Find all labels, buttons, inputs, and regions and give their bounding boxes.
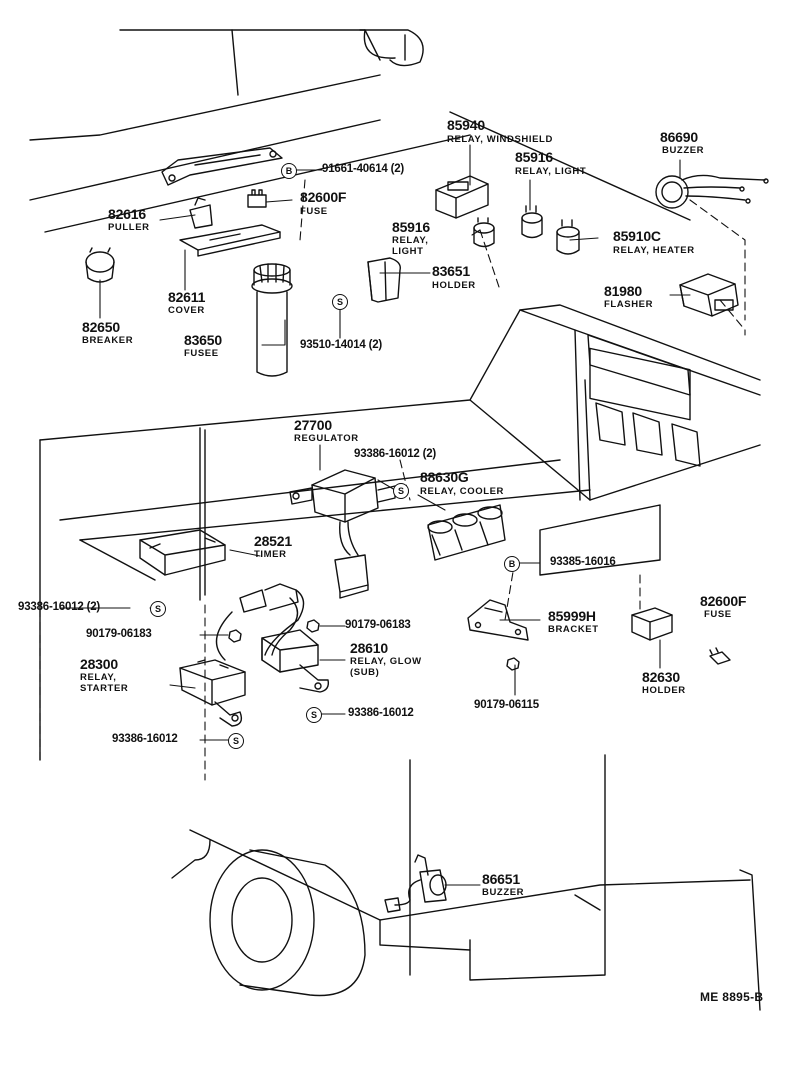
buzzer-top-drawing xyxy=(655,174,769,209)
part-number-85940: 85940 xyxy=(447,117,485,133)
part-name-sub: (SUB) xyxy=(350,667,380,678)
part-number-86651: 86651 xyxy=(482,871,520,887)
part-name-buzzer-bottom: BUZZER xyxy=(482,887,525,898)
fuse-top-drawing xyxy=(247,189,267,208)
part-name-relay-heater: RELAY, HEATER xyxy=(613,245,695,256)
part-number-83651: 83651 xyxy=(432,263,470,279)
part-name-relay-cooler: RELAY, COOLER xyxy=(420,486,504,497)
part-number-82600f-top: 82600F xyxy=(300,189,347,205)
part-number-85916-light: 85916 xyxy=(515,149,553,165)
relay-windshield-drawing xyxy=(435,175,489,219)
fusee-drawing xyxy=(251,263,293,377)
ref-93386-16012-upper: 93386-16012 (2) xyxy=(354,448,437,460)
wiring-harness-drawing xyxy=(215,583,330,693)
part-name-fuse-top: FUSE xyxy=(300,206,328,217)
ref-90179-06183-right: 90179-06183 xyxy=(345,619,411,631)
bolt-symbol-icon: B xyxy=(504,556,520,572)
holder-small-drawing xyxy=(631,607,673,641)
part-number-28300: 28300 xyxy=(80,656,118,672)
relay-cooler-drawing xyxy=(427,504,506,561)
part-name-fuse-bottom: FUSE xyxy=(704,609,732,620)
part-number-81980: 81980 xyxy=(604,283,642,299)
part-name-relay-light: RELAY, LIGHT xyxy=(515,166,587,177)
part-name-fusee: FUSEE xyxy=(184,348,219,359)
bolt-symbol-icon: B xyxy=(281,163,297,179)
part-number-85999h: 85999H xyxy=(548,608,596,624)
part-name-timer: TIMER xyxy=(254,549,287,560)
part-number-27700: 27700 xyxy=(294,417,332,433)
dashed-lines xyxy=(39,179,746,781)
part-name-relay-windshield: RELAY, WINDSHIELD xyxy=(447,134,553,145)
diagram-code: ME 8895-B xyxy=(700,990,764,1004)
timer-drawing xyxy=(139,529,226,576)
ref-93385-16016: 93385-16016 xyxy=(550,556,616,568)
part-name-light-small: LIGHT xyxy=(392,246,424,257)
part-number-82650: 82650 xyxy=(82,319,120,335)
part-name-flasher: FLASHER xyxy=(604,299,654,310)
relay-light-drawing xyxy=(521,205,543,239)
ref-91661-40614: 91661-40614 (2) xyxy=(322,163,405,175)
part-name-holder-82630: HOLDER xyxy=(642,685,686,696)
leader-lines xyxy=(59,144,691,886)
ref-93386-16012-glow: 93386-16012 xyxy=(348,707,414,719)
holder-drawing xyxy=(367,257,401,303)
part-name-breaker: BREAKER xyxy=(82,335,134,346)
ref-93386-16012-starter: 93386-16012 xyxy=(112,733,178,745)
bracket-drawing xyxy=(467,599,529,641)
top-bracket-drawing xyxy=(161,147,283,186)
relay-starter-drawing xyxy=(179,659,246,727)
dashboard-outline xyxy=(39,304,761,761)
part-number-85916-small: 85916 xyxy=(392,219,430,235)
part-number-88630g: 88630G xyxy=(420,469,469,485)
part-name-cover: COVER xyxy=(168,305,205,316)
lower-body-outline xyxy=(171,754,761,1011)
relay-heater-drawing xyxy=(556,219,580,255)
part-number-28610: 28610 xyxy=(350,640,388,656)
part-name-relay-small: RELAY, xyxy=(392,235,429,246)
part-name-bracket: BRACKET xyxy=(548,624,599,635)
cab-upper-outline xyxy=(29,29,691,233)
part-number-82630: 82630 xyxy=(642,669,680,685)
part-number-82611: 82611 xyxy=(168,289,206,305)
part-name-puller: PULLER xyxy=(108,222,150,233)
part-name-regulator: REGULATOR xyxy=(294,433,359,444)
screw-symbol-icon: S xyxy=(332,294,348,310)
ref-93386-16012-left: 93386-16012 (2) xyxy=(18,601,101,613)
part-number-85910c: 85910C xyxy=(613,228,661,244)
screw-symbol-icon: S xyxy=(393,483,409,499)
part-name-relay-glow: RELAY, GLOW xyxy=(350,656,422,667)
part-name-relay-starter-1: RELAY, xyxy=(80,672,117,683)
ref-90179-06115: 90179-06115 xyxy=(474,699,539,711)
ref-93510-14014: 93510-14014 (2) xyxy=(300,339,383,351)
buzzer-bottom-drawing xyxy=(384,854,447,913)
part-number-82600f-bottom: 82600F xyxy=(700,593,747,609)
regulator-drawing xyxy=(289,469,396,599)
part-number-86690: 86690 xyxy=(660,129,698,145)
part-name-buzzer-top: BUZZER xyxy=(662,145,705,156)
puller-drawing xyxy=(189,197,213,229)
ref-90179-06183-left: 90179-06183 xyxy=(86,628,152,640)
flasher-drawing xyxy=(679,273,739,317)
part-name-holder-83651: HOLDER xyxy=(432,280,476,291)
breaker-drawing xyxy=(85,247,115,283)
nut-drawings xyxy=(228,619,520,671)
relay-light-small-drawing xyxy=(473,217,495,248)
cover-drawing xyxy=(179,224,281,257)
fuse-bottom-drawing xyxy=(709,647,731,665)
screw-symbol-icon: S xyxy=(306,707,322,723)
part-name-relay-starter-2: STARTER xyxy=(80,683,129,694)
screw-symbol-icon: S xyxy=(150,601,166,617)
part-number-83650: 83650 xyxy=(184,332,222,348)
part-number-28521: 28521 xyxy=(254,533,292,549)
part-number-82616: 82616 xyxy=(108,206,146,222)
screw-symbol-icon: S xyxy=(228,733,244,749)
